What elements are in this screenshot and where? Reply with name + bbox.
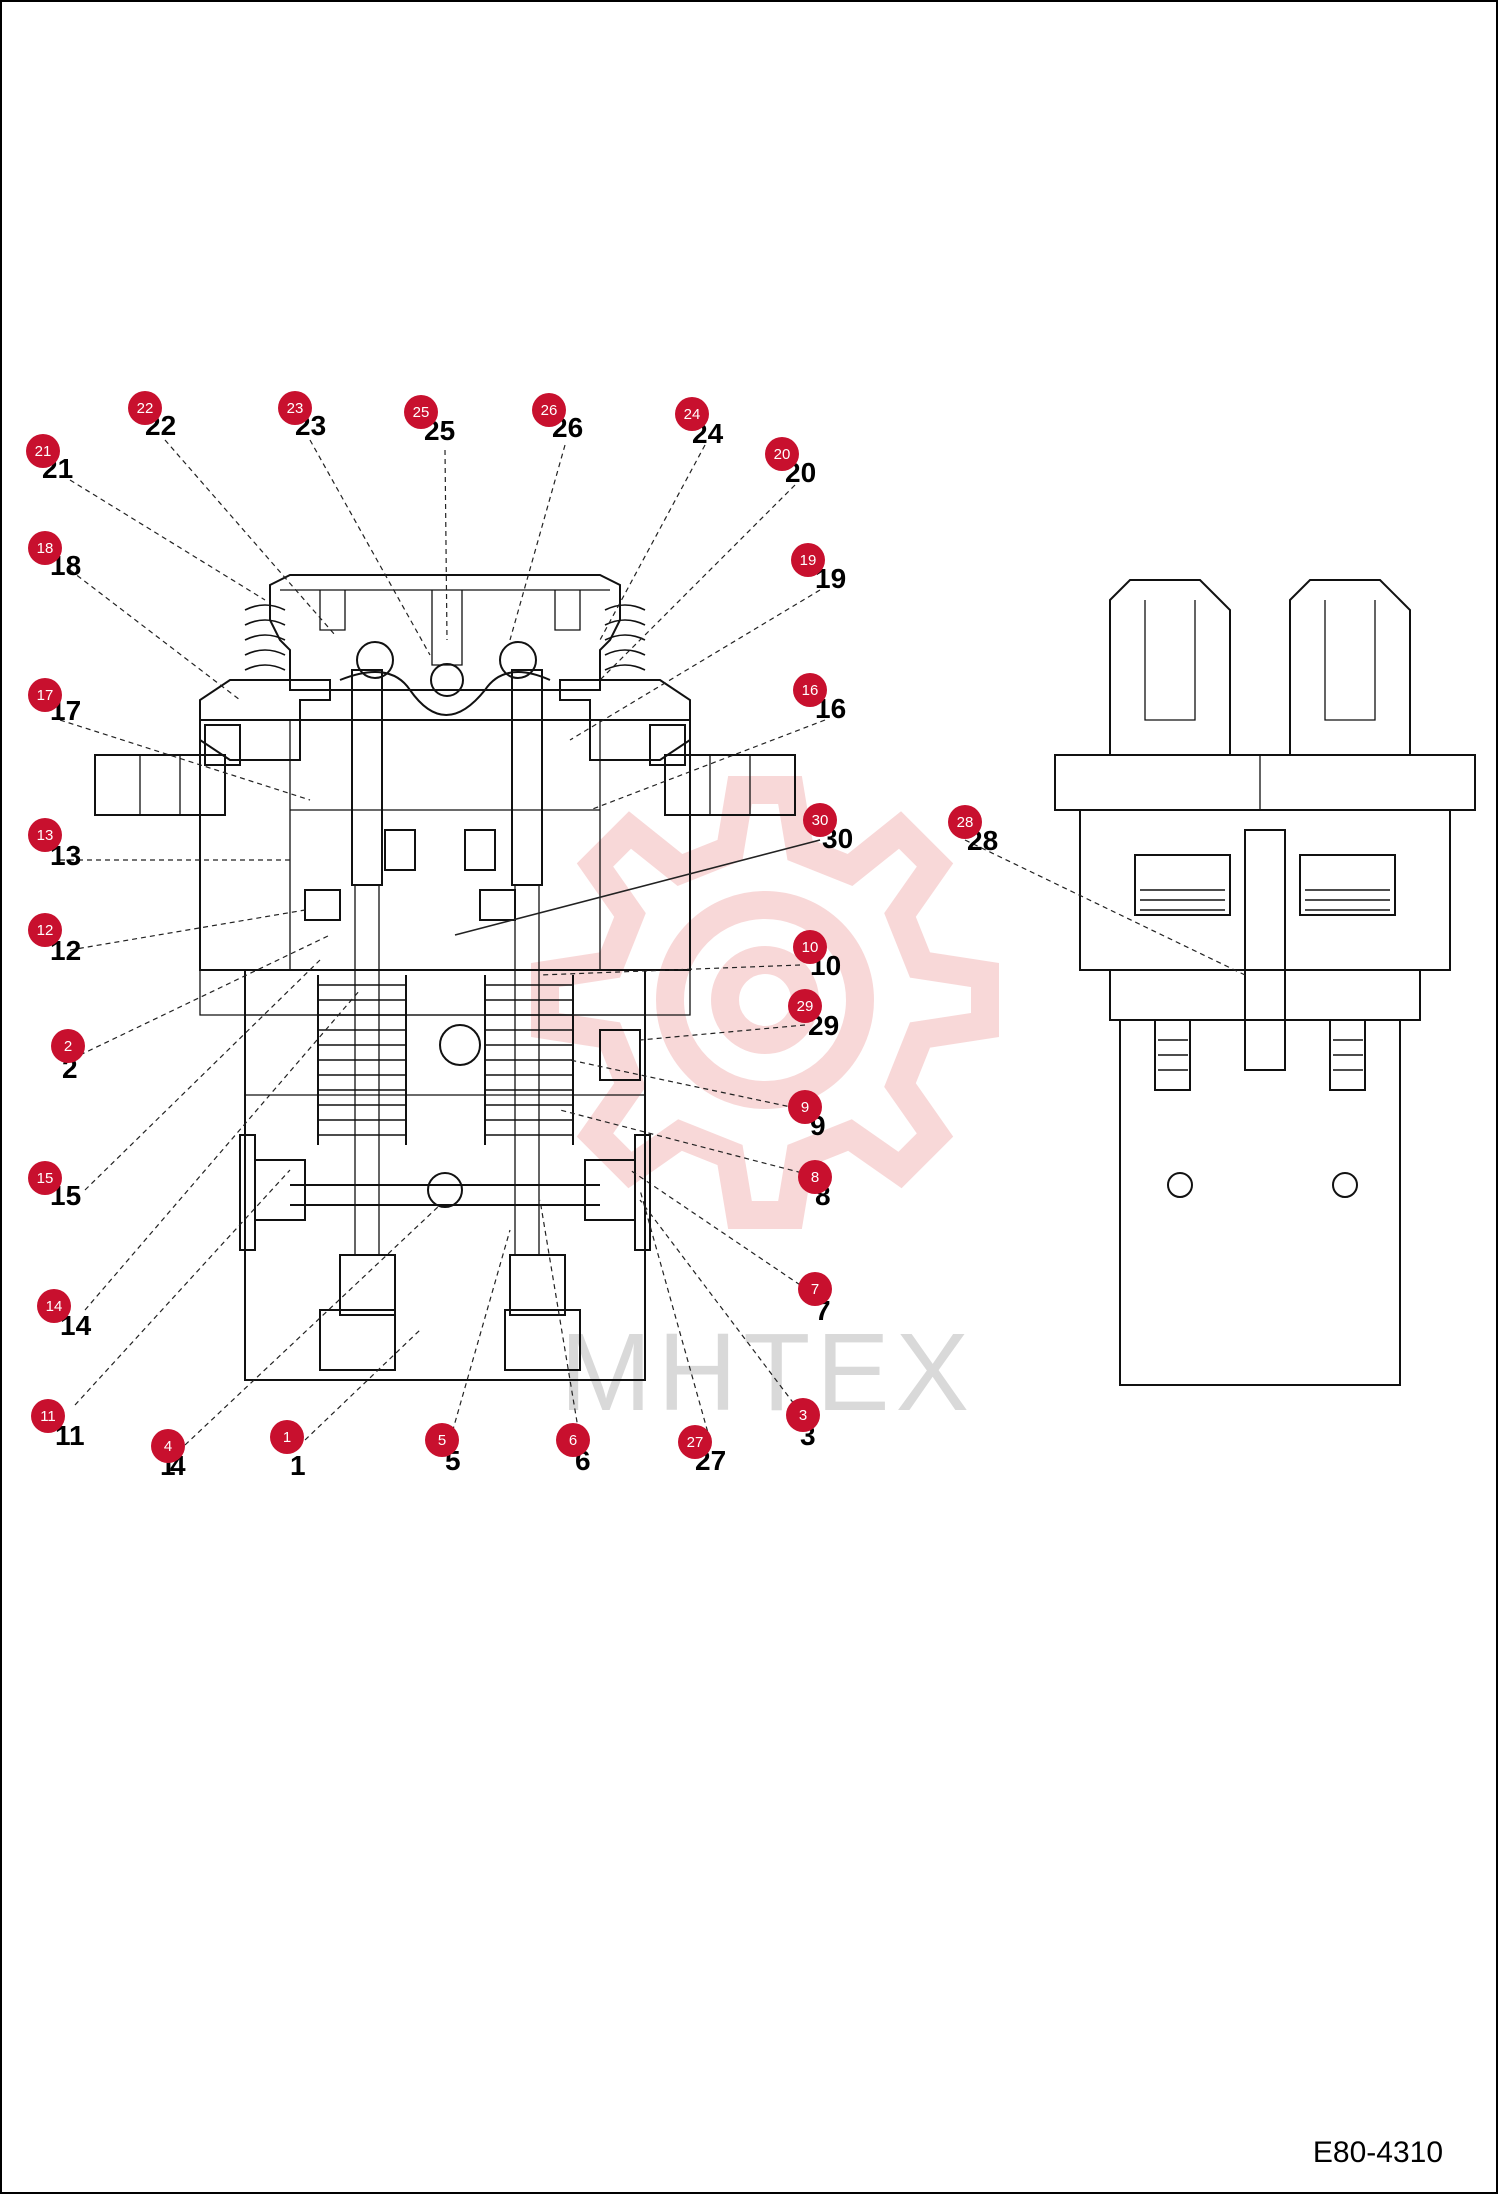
badge-10: 10 <box>793 930 827 964</box>
svg-text:16: 16 <box>802 682 819 699</box>
svg-text:9: 9 <box>801 1099 809 1116</box>
svg-text:27: 27 <box>687 1434 704 1451</box>
badge-15: 15 <box>28 1161 62 1195</box>
svg-text:28: 28 <box>957 814 974 831</box>
svg-text:14: 14 <box>46 1298 63 1315</box>
svg-text:21: 21 <box>35 443 52 460</box>
svg-text:25: 25 <box>413 404 430 421</box>
badge-19: 19 <box>791 543 825 577</box>
svg-text:17: 17 <box>37 687 54 704</box>
badge-27: 27 <box>678 1425 712 1459</box>
pilot-valve-side-view <box>1054 579 1476 1386</box>
badge-22: 22 <box>128 391 162 425</box>
svg-text:15: 15 <box>37 1170 54 1187</box>
svg-text:29: 29 <box>797 998 814 1015</box>
left-spring <box>317 975 407 1145</box>
watermark-gear: MHTEX <box>531 776 999 1434</box>
badge-1: 1 <box>270 1420 304 1454</box>
svg-text:1: 1 <box>283 1429 291 1446</box>
badge-16: 16 <box>793 673 827 707</box>
badge-11: 11 <box>31 1399 65 1433</box>
callout-1b: 1 <box>290 1450 306 1481</box>
svg-text:11: 11 <box>40 1408 56 1425</box>
svg-text:12: 12 <box>37 922 54 939</box>
badge-2: 2 <box>51 1029 85 1063</box>
svg-text:8: 8 <box>811 1169 819 1186</box>
svg-text:23: 23 <box>287 400 304 417</box>
badge-25: 25 <box>404 395 438 429</box>
svg-text:22: 22 <box>137 400 154 417</box>
pilot-valve-section-view <box>94 574 796 1381</box>
badge-4: 4 <box>151 1429 185 1463</box>
svg-text:20: 20 <box>774 446 791 463</box>
badge-8: 8 <box>798 1160 832 1194</box>
badge-17: 17 <box>28 678 62 712</box>
svg-text:6: 6 <box>569 1432 577 1449</box>
badge-3: 3 <box>786 1398 820 1432</box>
svg-text:18: 18 <box>37 540 54 557</box>
svg-text:2: 2 <box>64 1038 72 1055</box>
watermark-text: MHTEX <box>560 1311 975 1434</box>
callout-numbers: 1 1 2 3 4 5 6 7 8 9 10 11 12 13 14 15 16… <box>42 410 998 1481</box>
badge-21: 21 <box>26 434 60 468</box>
svg-text:13: 13 <box>37 827 54 844</box>
badge-7: 7 <box>798 1272 832 1306</box>
badge-20: 20 <box>765 437 799 471</box>
badge-9: 9 <box>788 1090 822 1124</box>
badge-24: 24 <box>675 397 709 431</box>
svg-text:26: 26 <box>541 402 558 419</box>
svg-text:7: 7 <box>811 1281 819 1298</box>
svg-text:19: 19 <box>800 552 817 569</box>
svg-text:5: 5 <box>438 1432 446 1449</box>
svg-text:30: 30 <box>812 812 829 829</box>
right-spring <box>484 975 574 1145</box>
badge-29: 29 <box>788 989 822 1023</box>
badge-5: 5 <box>425 1423 459 1457</box>
badge-30: 30 <box>803 803 837 837</box>
svg-text:10: 10 <box>802 939 819 956</box>
badge-13: 13 <box>28 818 62 852</box>
badge-26: 26 <box>532 393 566 427</box>
badge-28: 28 <box>948 805 982 839</box>
drawing-code: E80-4310 <box>1312 2136 1443 2169</box>
badge-14: 14 <box>37 1289 71 1323</box>
badges: 1 2 3 4 5 6 7 8 9 10 11 12 13 14 15 16 1… <box>26 391 982 1463</box>
leader-lines <box>59 439 1246 1446</box>
badge-6: 6 <box>556 1423 590 1457</box>
badge-18: 18 <box>28 531 62 565</box>
svg-text:24: 24 <box>684 406 701 423</box>
svg-text:3: 3 <box>799 1407 807 1424</box>
badge-12: 12 <box>28 913 62 947</box>
svg-text:4: 4 <box>164 1438 172 1455</box>
badge-23: 23 <box>278 391 312 425</box>
